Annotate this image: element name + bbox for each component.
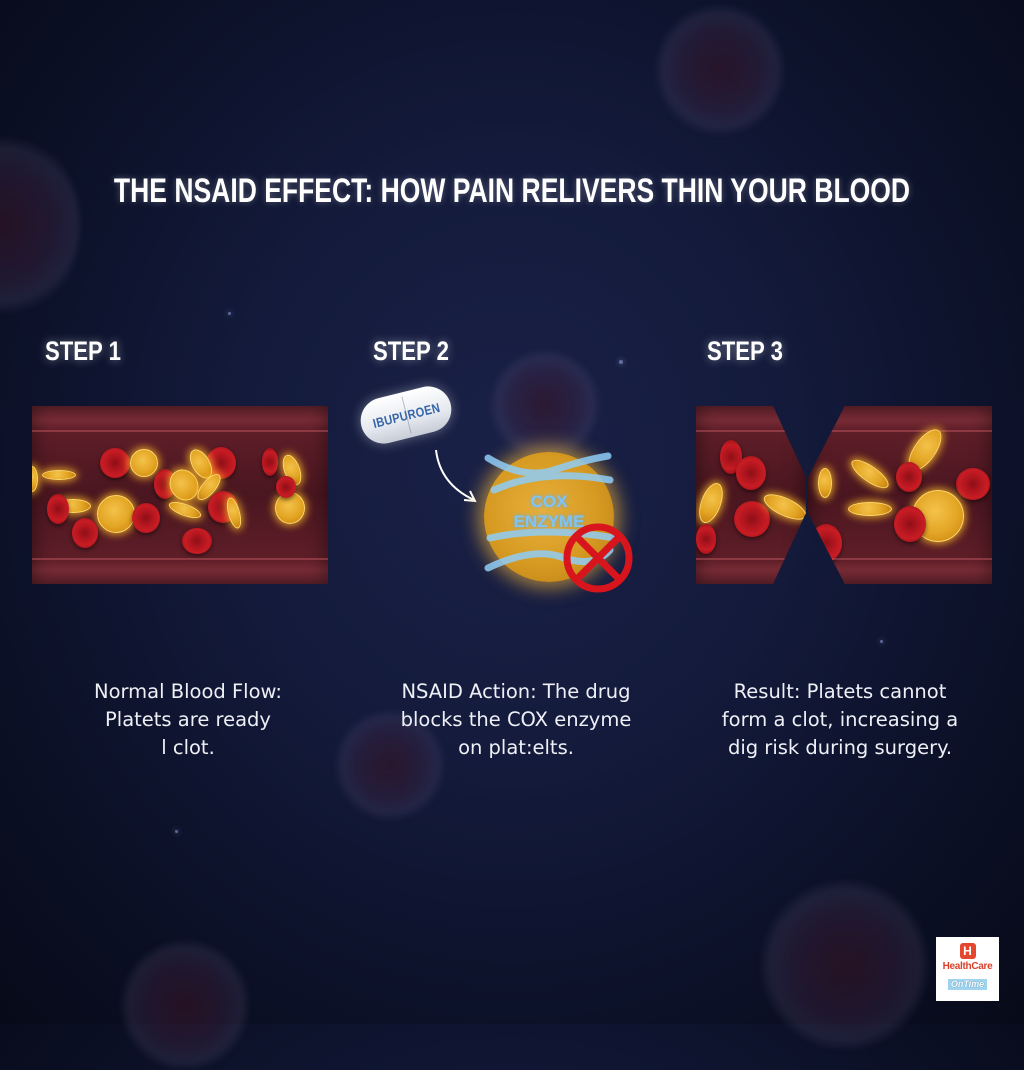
step-2-description: NSAID Action: The drug blocks the COX en… bbox=[400, 680, 632, 759]
cox-enzyme-label: COX ENZYME bbox=[513, 492, 585, 531]
blocked-icon bbox=[563, 523, 633, 593]
step-2-label: STEP 2 bbox=[373, 336, 449, 366]
background-blood-cell bbox=[760, 880, 930, 1050]
background-sparkle bbox=[619, 360, 623, 364]
background-sparkle bbox=[175, 830, 178, 833]
broken-blood-vessel-left bbox=[696, 406, 806, 584]
step-1-description: Normal Blood Flow: Platets are ready l c… bbox=[93, 680, 282, 759]
broken-blood-vessel-right bbox=[808, 406, 992, 584]
background-sparkle bbox=[880, 640, 883, 643]
step-3-label: STEP 3 bbox=[707, 336, 783, 366]
background-blood-cell bbox=[655, 5, 785, 135]
hospital-h-icon: H bbox=[959, 943, 976, 959]
logo-name: HealthCare bbox=[942, 961, 993, 972]
background-blood-cell bbox=[0, 130, 80, 320]
normal-blood-vessel-illustration bbox=[32, 406, 328, 584]
arrow-icon bbox=[435, 449, 477, 503]
healthcare-ontime-logo: H HealthCare OnTime bbox=[936, 937, 999, 1001]
step-3-description: Result: Platets cannot form a clot, incr… bbox=[721, 680, 959, 759]
background-blood-cell bbox=[335, 710, 445, 820]
page-title: THE NSAID EFFECT: HOW PAIN RELIVERS THIN… bbox=[113, 172, 911, 210]
logo-subtitle: OnTime bbox=[947, 979, 988, 990]
background-sparkle bbox=[228, 312, 231, 315]
background-blood-cell bbox=[120, 940, 250, 1070]
background-blood-cell bbox=[490, 350, 600, 460]
ibuprofen-pill: IBUPUROEN bbox=[355, 381, 457, 449]
step-1-label: STEP 1 bbox=[45, 336, 121, 366]
